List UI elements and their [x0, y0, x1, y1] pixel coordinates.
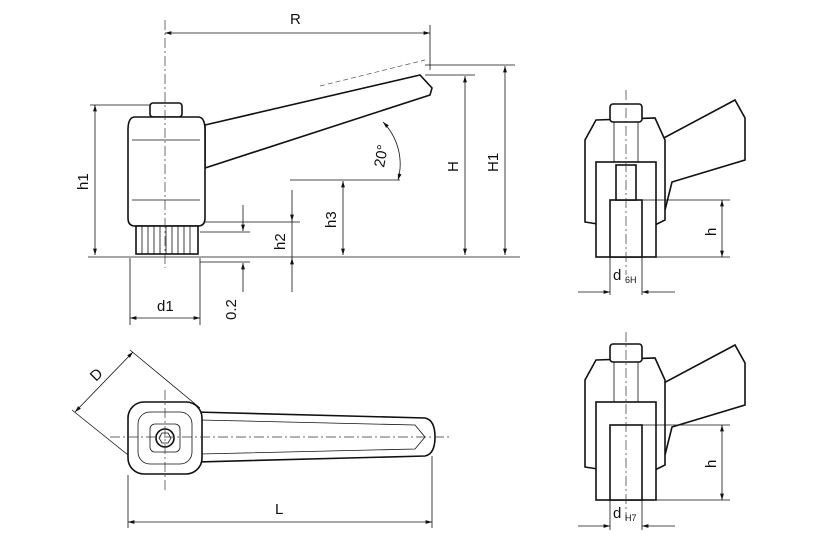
- dim-h-threaded: h: [703, 228, 720, 236]
- section-view-plain-bore: h d H7: [578, 332, 746, 530]
- section-view-threaded: h d 6H: [578, 90, 746, 295]
- dim-h2: h2: [272, 233, 289, 250]
- dim-h1: h1: [75, 173, 92, 190]
- dim-R: R: [290, 11, 301, 28]
- dim-h-bore: h: [703, 460, 720, 468]
- dim-L: L: [275, 501, 283, 518]
- dim-H1: H1: [485, 153, 502, 172]
- dim-h3: h3: [323, 211, 340, 228]
- dim-H: H: [445, 161, 462, 172]
- dim-d-bore: d: [613, 505, 621, 522]
- top-view: D L: [71, 349, 450, 528]
- dim-d-threaded: d: [613, 267, 621, 284]
- dim-d-bore-tolerance: H7: [625, 513, 637, 523]
- side-view: R h1 H H1 20° h3 h2 d1 0.2: [75, 11, 520, 325]
- dim-d1: d1: [157, 298, 174, 315]
- dim-gap: 0.2: [223, 299, 240, 320]
- dim-d-threaded-tolerance: 6H: [625, 275, 637, 285]
- dim-angle: 20°: [371, 143, 392, 168]
